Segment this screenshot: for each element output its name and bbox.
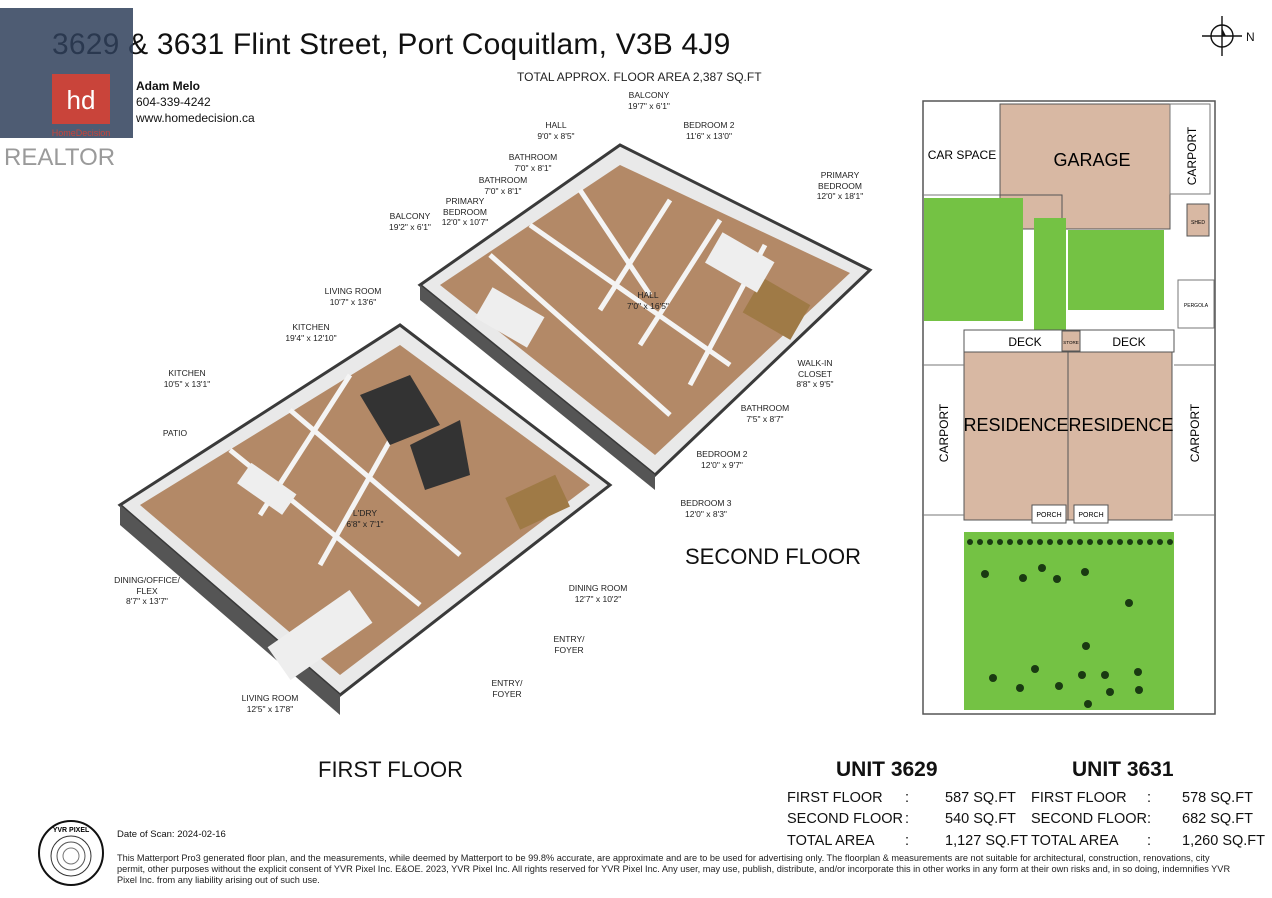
agent-name: Adam Melo: [136, 79, 201, 93]
carport-label: CARPORT: [937, 403, 951, 462]
table-row: SECOND FLOOR:540 SQ.FT: [787, 811, 1016, 828]
porch-label: PORCH: [1078, 512, 1103, 519]
table-row: TOTAL AREA:1,260 SQ.FT: [1031, 832, 1266, 849]
shed-label: SHED: [1191, 220, 1205, 226]
brand-name: HomeDecision: [52, 128, 111, 138]
agent-phone: 604-339-4242: [136, 95, 211, 109]
agent-website: www.homedecision.ca: [136, 111, 255, 125]
unit-3631-area-table: FIRST FLOOR:578 SQ.FT SECOND FLOOR:682 S…: [1031, 787, 1265, 852]
second-floor-label: SECOND FLOOR: [685, 544, 862, 569]
porch-label: PORCH: [1036, 512, 1061, 519]
site-plan: CAR SPACE GARAGE CARPORT SHED PERGOLA DE…: [922, 100, 1216, 715]
floor-plan-illustration: [110, 95, 880, 735]
unit-3629-title: UNIT 3629: [836, 758, 938, 781]
realtor-text: REALTOR: [4, 144, 115, 171]
first-floor-label: FIRST FLOOR: [318, 757, 464, 782]
room-label: ENTRY/ FOYER: [553, 634, 585, 655]
disclaimer-text: This Matterport Pro3 generated floor pla…: [117, 853, 1231, 885]
table-row: FIRST FLOOR:578 SQ.FT: [1031, 789, 1253, 806]
car-space-label: CAR SPACE: [928, 148, 996, 162]
north-compass-icon: N: [1198, 14, 1258, 58]
yvr-logo-text: YVR PIXEL: [53, 827, 90, 834]
hd-logo-text: hd: [67, 85, 96, 115]
pergola-label: PERGOLA: [1184, 303, 1209, 309]
table-row: FIRST FLOOR:587 SQ.FT: [787, 789, 1016, 806]
room-label: ENTRY/ FOYER: [491, 678, 523, 699]
page-title: 3629 & 3631 Flint Street, Port Coquitlam…: [52, 28, 731, 61]
table-row: SECOND FLOOR:682 SQ.FT: [1031, 811, 1253, 828]
total-floor-area: TOTAL APPROX. FLOOR AREA 2,387 SQ.FT: [517, 70, 762, 84]
realtor-logo: hd HomeDecision REALTOR: [0, 0, 150, 175]
unit-3631-title: UNIT 3631: [1072, 758, 1174, 781]
carport-label: CARPORT: [1185, 126, 1199, 185]
date-of-scan: Date of Scan: 2024-02-16: [117, 829, 226, 840]
north-label: N: [1246, 30, 1255, 44]
carport-label: CARPORT: [1188, 403, 1202, 462]
residence-label: RESIDENCE: [1068, 415, 1173, 435]
deck-label: DECK: [1008, 335, 1041, 349]
unit-3629-area-table: FIRST FLOOR:587 SQ.FT SECOND FLOOR:540 S…: [787, 787, 1028, 852]
yvr-pixel-logo: YVR PIXEL: [36, 818, 106, 888]
residence-label: RESIDENCE: [963, 415, 1068, 435]
room-label: PATIO: [162, 428, 188, 438]
deck-label: DECK: [1112, 335, 1145, 349]
garage-label: GARAGE: [1053, 150, 1130, 170]
store-label: STORE: [1063, 340, 1078, 345]
table-row: TOTAL AREA:1,127 SQ.FT: [787, 832, 1029, 849]
